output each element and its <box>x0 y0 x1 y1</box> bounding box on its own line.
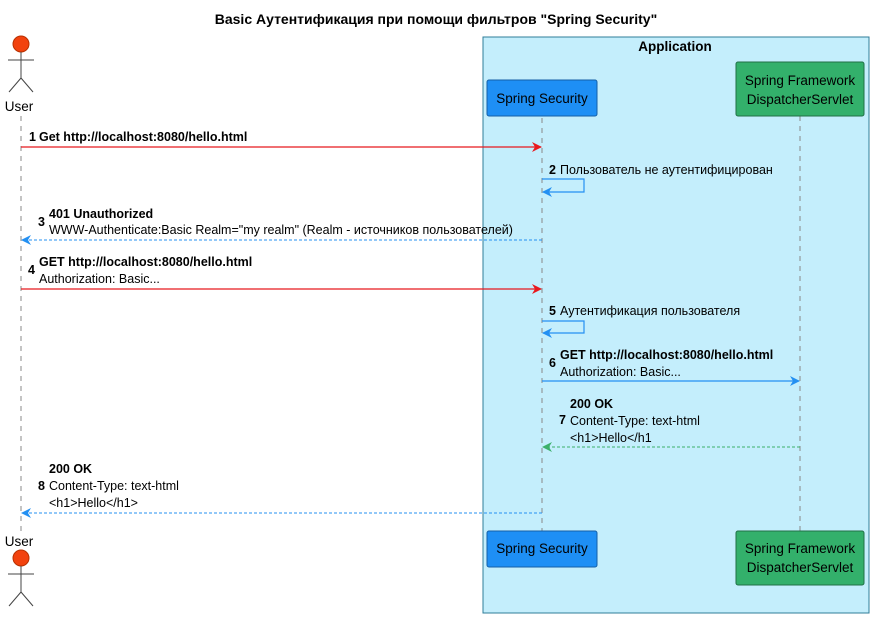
message-number: 1 <box>29 130 36 144</box>
message-detail: Authorization: Basic... <box>560 365 681 379</box>
security-label: Spring Security <box>496 541 588 556</box>
message-number: 5 <box>549 304 556 318</box>
message-arrow <box>542 178 585 197</box>
message-detail: Content-Type: text-html <box>570 414 700 428</box>
actor-head-icon <box>12 549 30 567</box>
message-label: Get http://localhost:8080/hello.html <box>39 130 247 144</box>
user-actor-bottom <box>8 549 34 607</box>
message-number: 7 <box>559 413 566 427</box>
message-7: 7 200 OK Content-Type: text-html <h1>Hel… <box>542 397 800 452</box>
message-detail: WWW-Authenticate:Basic Realm="my realm" … <box>49 223 513 237</box>
diagram-title: Basic Аутентификация при помощи фильтров… <box>215 11 657 27</box>
message-number: 3 <box>38 215 45 229</box>
dispatcher-label-line1: Spring Framework <box>745 541 856 556</box>
security-participant-top: Spring Security <box>486 79 598 117</box>
message-2: 2 Пользователь не аутентифицирован <box>542 163 773 197</box>
message-number: 6 <box>549 356 556 370</box>
message-detail: Content-Type: text-html <box>49 479 179 493</box>
message-number: 8 <box>38 479 45 493</box>
message-label: Аутентификация пользователя <box>560 304 740 318</box>
message-number: 2 <box>549 163 556 177</box>
message-label: Пользователь не аутентифицирован <box>560 163 773 177</box>
message-detail-2: <h1>Hello</h1> <box>49 496 138 510</box>
message-arrow <box>542 320 585 338</box>
user-label-top: User <box>5 99 34 114</box>
message-number: 4 <box>28 263 35 277</box>
message-label: GET http://localhost:8080/hello.html <box>39 255 252 269</box>
dispatcher-participant-bottom: Spring Framework DispatcherServlet <box>735 530 865 586</box>
message-8: 8 200 OK Content-Type: text-html <h1>Hel… <box>21 462 542 518</box>
message-detail: Authorization: Basic... <box>39 272 160 286</box>
user-actor-top <box>8 35 34 93</box>
actor-head-icon <box>12 35 30 53</box>
message-3: 3 401 Unauthorized WWW-Authenticate:Basi… <box>21 207 542 245</box>
application-box-label: Application <box>638 39 712 54</box>
message-label: GET http://localhost:8080/hello.html <box>560 348 773 362</box>
security-label: Spring Security <box>496 91 588 106</box>
user-label-bottom: User <box>5 534 34 549</box>
dispatcher-label-line1: Spring Framework <box>745 73 856 88</box>
message-label: 200 OK <box>49 462 92 476</box>
security-participant-bottom: Spring Security <box>486 530 598 568</box>
message-5: 5 Аутентификация пользователя <box>542 304 740 338</box>
message-label: 401 Unauthorized <box>49 207 153 221</box>
application-box <box>482 36 870 614</box>
dispatcher-participant-top: Spring Framework DispatcherServlet <box>735 61 865 117</box>
message-4: 4 GET http://localhost:8080/hello.html A… <box>21 255 542 294</box>
message-1: 1 Get http://localhost:8080/hello.html <box>21 130 542 152</box>
dispatcher-label-line2: DispatcherServlet <box>747 92 854 107</box>
dispatcher-label-line2: DispatcherServlet <box>747 560 854 575</box>
message-label: 200 OK <box>570 397 613 411</box>
message-6: 6 GET http://localhost:8080/hello.html A… <box>542 348 800 386</box>
message-detail-2: <h1>Hello</h1 <box>570 431 652 445</box>
